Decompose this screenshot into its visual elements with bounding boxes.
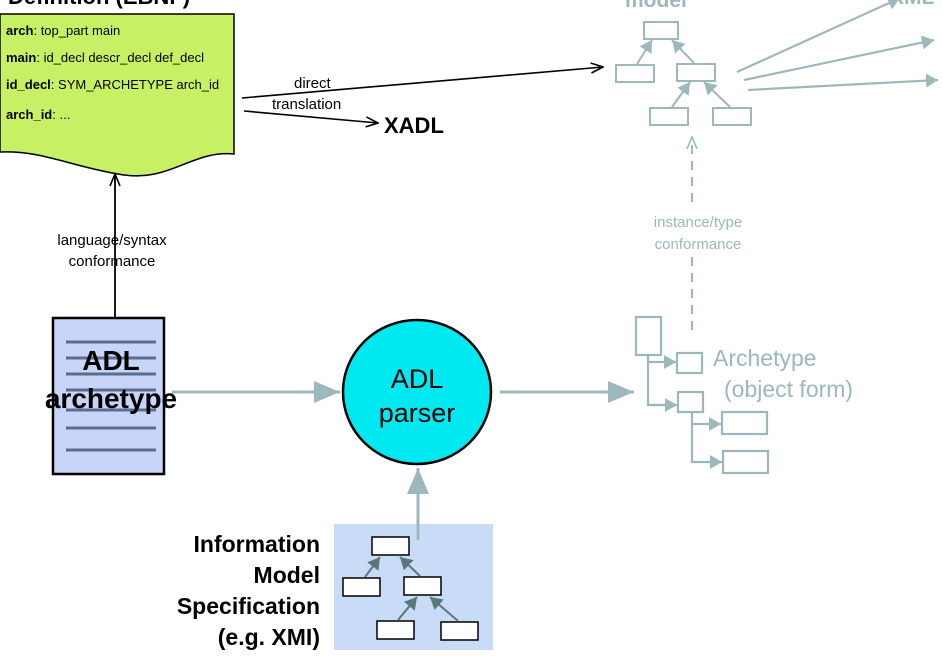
label-language-syntax: language/syntax: [57, 232, 167, 249]
info-label-2: Model: [254, 562, 320, 588]
parser-label-1: ADL: [391, 364, 444, 394]
ebnf-title: Definition (EBNF): [8, 0, 190, 9]
info-node-leaf-b: [440, 621, 479, 641]
ebnf-rule-arch-id: arch_id: ...: [6, 107, 70, 122]
archetype-label-2: (object form): [724, 376, 853, 402]
label-translation: translation: [272, 96, 341, 113]
model-node-right: [676, 63, 716, 82]
ebnf-rule-id-decl: id_decl: SYM_ARCHETYPE arch_id: [6, 77, 219, 92]
archetype-object-tree: [634, 315, 770, 475]
svg-text:arch_id: ...: arch_id: ...: [6, 107, 70, 122]
label-instance-conformance: conformance: [655, 236, 742, 253]
archetype-label-1: Archetype: [713, 345, 817, 371]
info-node-left: [342, 577, 381, 597]
parser-label-2: parser: [379, 398, 456, 428]
ebnf-rule-arch: arch: top_part main: [6, 23, 120, 38]
ebnf-document: [0, 13, 235, 177]
archetype-root-node: [634, 315, 663, 357]
model-node-left: [615, 64, 655, 83]
adl-parser: [341, 318, 493, 466]
label-instance-type: instance/type: [654, 214, 742, 231]
svg-text:arch: top_part main: arch: top_part main: [6, 23, 120, 38]
info-model-arrows: [364, 556, 459, 622]
model-node-leaf-a: [649, 107, 689, 126]
archetype-node-4: [721, 449, 770, 475]
adl-doc-label-1: ADL: [82, 345, 140, 376]
archetype-node-1: [675, 351, 704, 375]
archetype-node-3: [720, 410, 769, 436]
svg-text:id_decl: SYM_ARCHETYPE arch_id: id_decl: SYM_ARCHETYPE arch_id: [6, 77, 219, 92]
info-node-root: [371, 536, 410, 556]
xml-label: XML: [890, 0, 935, 9]
arrow-to-xadl: [243, 110, 378, 123]
model-node-leaf-b: [712, 107, 752, 126]
info-label-4: (e.g. XMI): [218, 624, 320, 650]
svg-text:main: id_decl descr_decl def_d: main: id_decl descr_decl def_decl: [6, 50, 204, 65]
label-direct: direct: [294, 75, 332, 92]
info-label-1: Information: [194, 531, 321, 557]
xadl-label: XADL: [384, 113, 444, 138]
info-model-tree: [342, 536, 479, 641]
xml-arrows: [736, 0, 939, 92]
ebnf-rule-main: main: id_decl descr_decl def_decl: [6, 50, 204, 65]
info-node-leaf-a: [376, 620, 415, 640]
adl-doc-label-2: archetype: [45, 383, 177, 414]
label-language-conformance: conformance: [69, 253, 156, 270]
model-tree: [615, 21, 752, 126]
arrow-to-model: [241, 67, 603, 99]
info-label-3: Specification: [177, 593, 320, 619]
archetype-node-2: [676, 390, 705, 414]
model-title: model: [625, 0, 687, 12]
model-node-root: [643, 21, 679, 40]
instance-label-bg: [636, 208, 758, 256]
info-node-right: [403, 576, 442, 596]
info-model-label: Information Model Specification (e.g. XM…: [177, 531, 320, 650]
adl-archetype-doc: [51, 316, 166, 476]
